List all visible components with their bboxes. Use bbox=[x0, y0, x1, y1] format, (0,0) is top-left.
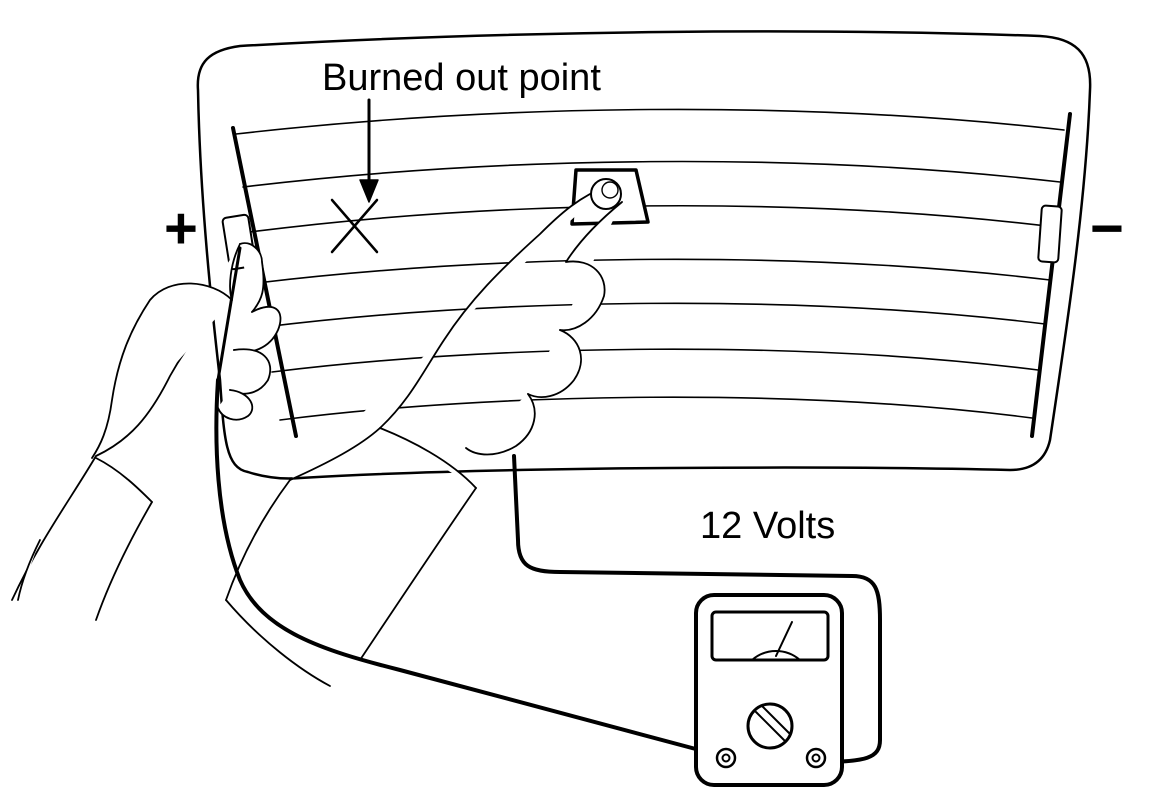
voltmeter-needle bbox=[775, 621, 793, 657]
positive-probe bbox=[216, 246, 242, 382]
positive-test-lead bbox=[214, 378, 724, 758]
fingertip-nail bbox=[601, 181, 619, 199]
right-hand bbox=[225, 185, 623, 687]
burned-out-point-label: Burned out point bbox=[322, 57, 601, 99]
burned-out-mark bbox=[330, 198, 379, 254]
negative-bus-bar bbox=[1030, 112, 1072, 438]
left-hand bbox=[11, 242, 282, 621]
negative-test-lead bbox=[512, 454, 882, 764]
negative-terminal bbox=[1037, 204, 1063, 264]
voltmeter-jack-negative-core bbox=[811, 753, 821, 763]
negative-symbol: − bbox=[1090, 196, 1124, 261]
fingertip bbox=[590, 178, 622, 210]
positive-bus-bar bbox=[231, 126, 298, 438]
voltmeter bbox=[694, 593, 844, 787]
voltmeter-jack-negative bbox=[805, 747, 827, 769]
voltage-label: 12 Volts bbox=[700, 505, 835, 547]
rear-window-glass bbox=[196, 30, 1092, 480]
heater-grid-lines bbox=[235, 108, 1065, 421]
voltmeter-jack-positive bbox=[715, 747, 737, 769]
voltmeter-display bbox=[710, 610, 830, 662]
voltmeter-knob-slot bbox=[755, 705, 791, 741]
positive-symbol: + bbox=[164, 196, 198, 261]
voltmeter-jack-positive-core bbox=[721, 753, 731, 763]
burned-out-arrowhead bbox=[359, 179, 379, 203]
voltmeter-scale bbox=[751, 650, 801, 661]
